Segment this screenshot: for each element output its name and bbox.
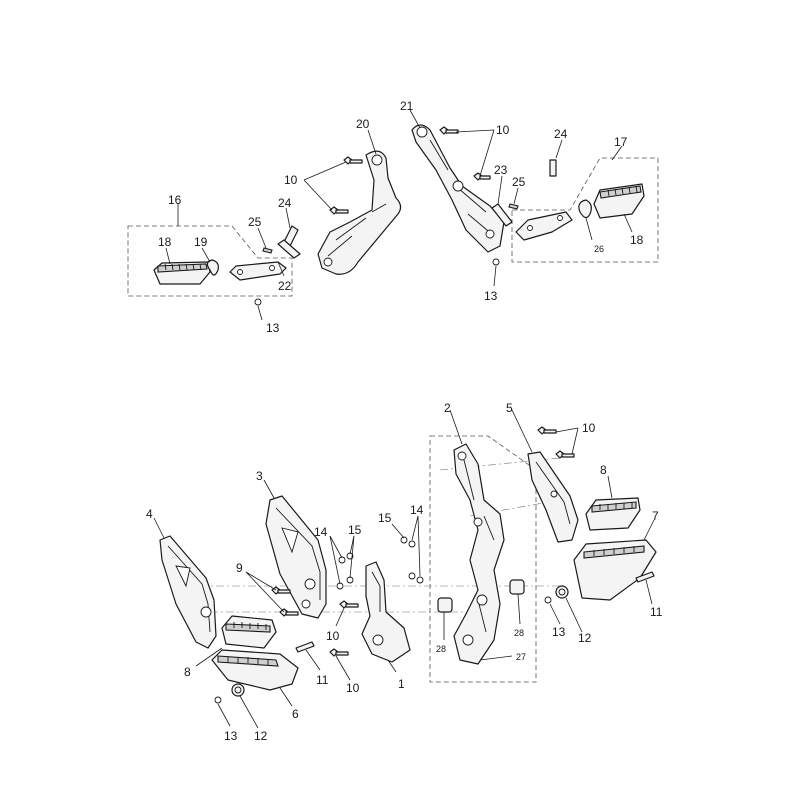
callout-8-lower-right: 8 <box>600 463 607 477</box>
callout-19: 19 <box>194 235 208 249</box>
callout-25-left: 25 <box>248 215 262 229</box>
clip-26 <box>578 199 592 219</box>
pin-25-left <box>262 247 273 254</box>
group-17-box <box>511 157 659 263</box>
washers-14-15-right <box>400 536 424 584</box>
spring-23 <box>491 203 513 227</box>
callout-20: 20 <box>356 117 370 131</box>
washer-13-left <box>254 298 262 306</box>
footpeg-right-upper <box>515 211 573 241</box>
heel-guard-3 <box>265 495 327 619</box>
callout-7: 7 <box>652 509 659 523</box>
callout-12-right: 12 <box>578 631 592 645</box>
footpeg-rubber-left-upper <box>153 261 211 285</box>
callout-10-lower-left-b: 10 <box>346 681 360 695</box>
pin-11-left <box>295 641 315 653</box>
callout-15-left: 15 <box>348 523 362 537</box>
callout-28-a: 28 <box>436 644 446 654</box>
clip-19 <box>206 259 219 276</box>
callout-18-upper-right: 18 <box>630 233 644 247</box>
callout-11-right: 11 <box>650 605 663 619</box>
callout-18-upper-left: 18 <box>158 235 172 249</box>
callout-14-left: 14 <box>314 525 328 539</box>
callout-6: 6 <box>292 707 299 721</box>
washer-13-right <box>492 258 500 266</box>
group-16-box <box>127 225 293 297</box>
bushing-28-a <box>437 597 453 613</box>
group-2-box <box>429 435 537 683</box>
bolt-10-upper-left-b <box>329 206 349 215</box>
bolt-10-upper-right-a <box>439 126 459 135</box>
bolt-10-upper-left-a <box>343 156 363 165</box>
callout-25-right: 25 <box>512 175 526 189</box>
spring-12-right <box>555 585 569 599</box>
washer-13-lower-left <box>214 696 222 704</box>
callout-12-left: 12 <box>254 729 268 743</box>
pin-11-right <box>635 571 655 583</box>
pivot-pin-24-right <box>549 159 557 177</box>
leader-lines <box>153 109 655 729</box>
callout-5: 5 <box>506 401 513 415</box>
pin-25-right <box>508 203 519 210</box>
callout-21: 21 <box>400 99 414 113</box>
callout-14-right: 14 <box>410 503 424 517</box>
callout-11-left: 11 <box>316 673 329 687</box>
callout-24-right: 24 <box>554 127 568 141</box>
bracket-1 <box>361 561 411 663</box>
callout-13-upper-right: 13 <box>484 289 498 303</box>
callout-labels: 16 18 19 25 24 10 20 22 13 21 10 23 25 2… <box>146 99 663 743</box>
callout-1: 1 <box>398 677 405 691</box>
callout-13-upper-left: 13 <box>266 321 280 335</box>
spring-left <box>277 239 301 259</box>
hanger-bracket-2 <box>453 443 505 665</box>
heel-plate-5 <box>527 451 579 543</box>
callout-8-lower-left: 8 <box>184 665 191 679</box>
callout-23: 23 <box>494 163 508 177</box>
heel-guard-4 <box>159 535 217 649</box>
washers-14-15-left <box>336 552 354 590</box>
callout-15-right: 15 <box>378 511 392 525</box>
footpeg-left-upper <box>229 261 287 281</box>
spring-12-left <box>231 683 245 697</box>
bolt-10-lower-left-a <box>339 600 359 609</box>
bolt-9-a <box>271 586 291 595</box>
bushing-28-b <box>509 579 525 595</box>
washer-13-lower-right <box>544 596 552 604</box>
callout-17: 17 <box>614 135 628 149</box>
callout-9: 9 <box>236 561 243 575</box>
bolt-10-lower-right-b <box>555 450 575 459</box>
footpeg-right-lower <box>573 539 657 601</box>
callout-4: 4 <box>146 507 153 521</box>
callout-10-lower-right: 10 <box>582 421 596 435</box>
callout-10-upper-right: 10 <box>496 123 510 137</box>
callout-24-left: 24 <box>278 196 292 210</box>
callout-2: 2 <box>444 401 451 415</box>
callout-13-lower-right: 13 <box>552 625 566 639</box>
bolt-10-lower-left-b <box>329 648 349 657</box>
bolt-10-upper-right-b <box>473 172 491 181</box>
callout-26: 26 <box>594 244 604 254</box>
footpeg-rubber-left-lower <box>221 615 277 649</box>
callout-10-lower-left-a: 10 <box>326 629 340 643</box>
footpeg-left-lower <box>211 649 299 691</box>
callout-28-b: 28 <box>514 628 524 638</box>
callout-16: 16 <box>168 193 182 207</box>
bolt-10-lower-right-a <box>537 426 557 435</box>
footpeg-rubber-right-lower <box>585 497 641 531</box>
footpeg-rubber-right-upper <box>593 183 645 219</box>
hanger-bracket-20 <box>317 150 402 275</box>
callout-27: 27 <box>516 652 526 662</box>
callout-22: 22 <box>278 279 292 293</box>
callout-13-lower-left: 13 <box>224 729 238 743</box>
hanger-bracket-21 <box>411 124 505 253</box>
bolt-9-b <box>279 608 299 617</box>
callout-10-upper-left: 10 <box>284 173 298 187</box>
callout-3: 3 <box>256 469 263 483</box>
